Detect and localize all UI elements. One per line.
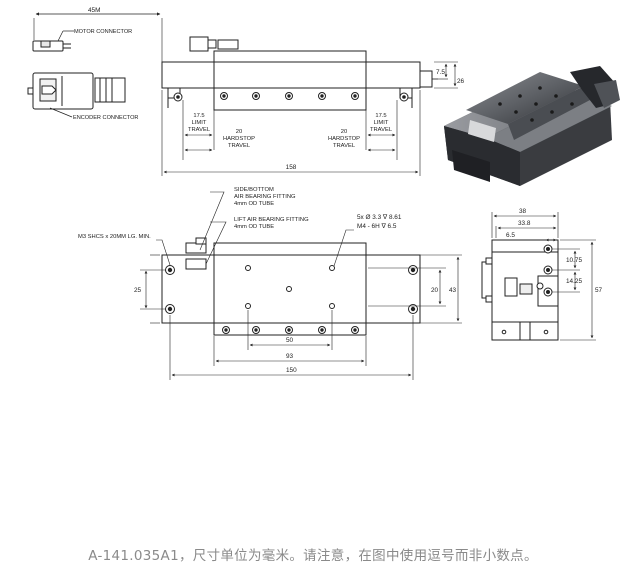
- figure-caption: A-141.035A1，尺寸单位为毫米。请注意，在图中使用逗号而非小数点。: [88, 548, 538, 564]
- side-screws: [173, 92, 409, 102]
- limit-right-val: 17.5: [375, 113, 386, 119]
- limit-right-word: LIMIT: [374, 120, 389, 126]
- encoder-connector-label: ENCODER CONNECTOR: [73, 115, 138, 121]
- dim-43: 43: [449, 287, 457, 294]
- dim-6-5: 6.5: [506, 232, 515, 239]
- plan-view: [161, 237, 421, 336]
- dim-25: 25: [134, 287, 142, 294]
- limit-left-val: 17.5: [193, 113, 204, 119]
- dim-38: 38: [519, 208, 527, 215]
- end-view-holes: [501, 244, 553, 335]
- plan-holes: [165, 265, 418, 334]
- lift-fitting-1: LIFT AIR BEARING FITTING: [234, 217, 309, 223]
- dim-20: 20: [431, 287, 439, 294]
- screw-note: M3 SHCS x 20MM LG. MIN.: [78, 234, 151, 240]
- stage-3d-render: [444, 66, 620, 186]
- hardstop-left-val: 20: [236, 129, 242, 135]
- lift-fitting-2: 4mm OD TUBE: [234, 224, 274, 230]
- connector-details: [27, 40, 126, 110]
- motor-connector-label: MOTOR CONNECTOR: [74, 29, 132, 35]
- dim-14-25: 14.25: [566, 278, 582, 285]
- dim-33-8: 33.8: [518, 220, 531, 227]
- hardstop-right-word: HARDSTOP: [328, 136, 360, 142]
- dim-26: 26: [457, 78, 465, 85]
- limit-left-travel: TRAVEL: [188, 127, 211, 133]
- hole-note-1: 5x Ø 3.3 ∇ 8.61: [357, 214, 402, 221]
- side-bottom-fitting-2: AIR BEARING FITTING: [234, 194, 296, 200]
- hardstop-right-val: 20: [341, 129, 347, 135]
- hole-note-2: M4 - 6H ∇ 6.5: [357, 223, 397, 230]
- side-bottom-fitting-3: 4mm OD TUBE: [234, 201, 274, 207]
- hardstop-right-travel: TRAVEL: [333, 143, 356, 149]
- limit-right-travel: TRAVEL: [370, 127, 393, 133]
- dim-45m: 45M: [88, 7, 100, 14]
- encoder-leader: [49, 107, 73, 118]
- end-view: [481, 239, 559, 341]
- dim-158: 158: [286, 164, 297, 171]
- dim-50: 50: [286, 337, 294, 344]
- side-elevation: [33, 12, 438, 111]
- dim-7-5: 7.5: [436, 69, 445, 76]
- dim-150: 150: [286, 367, 297, 374]
- limit-left-word: LIMIT: [192, 120, 207, 126]
- dim-57: 57: [595, 287, 603, 294]
- hardstop-left-travel: TRAVEL: [228, 143, 251, 149]
- hardstop-left-word: HARDSTOP: [223, 136, 255, 142]
- dim-93: 93: [286, 353, 294, 360]
- dim-10-75: 10.75: [566, 257, 582, 264]
- side-bottom-fitting-1: SIDE/BOTTOM: [234, 187, 274, 193]
